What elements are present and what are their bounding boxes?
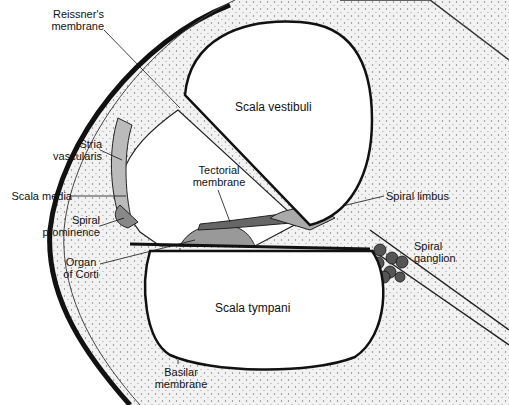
part-label: Tectorial membrane [188,164,250,188]
chamber-node: Scala vestibuli [180,18,375,228]
part-label: Organ of Corti [62,256,100,280]
chamber-wall [185,22,372,225]
chamber-wall [145,251,383,370]
chamber-outline [180,18,375,228]
part-label: Spiral ganglion [414,240,474,264]
part-label: Basilar membrane [150,366,212,390]
part-label: Spiral limbus [386,190,466,202]
part-label: Stria vascularis [50,138,102,162]
bone-region [50,0,509,405]
spiral-prominence [115,205,138,228]
part-label: Scala media [6,190,72,202]
chamber-node: Scala tympani [140,245,388,373]
nerve-fibers [370,230,509,345]
bone-edge [340,0,509,60]
chamber-name: Scala tympani [215,301,290,315]
basilar-lamina [130,244,370,249]
part-label: Spiral prominence [40,214,100,238]
part-label: Reissner's membrane [44,8,104,32]
chamber-name: Scala vestibuli [235,100,312,114]
